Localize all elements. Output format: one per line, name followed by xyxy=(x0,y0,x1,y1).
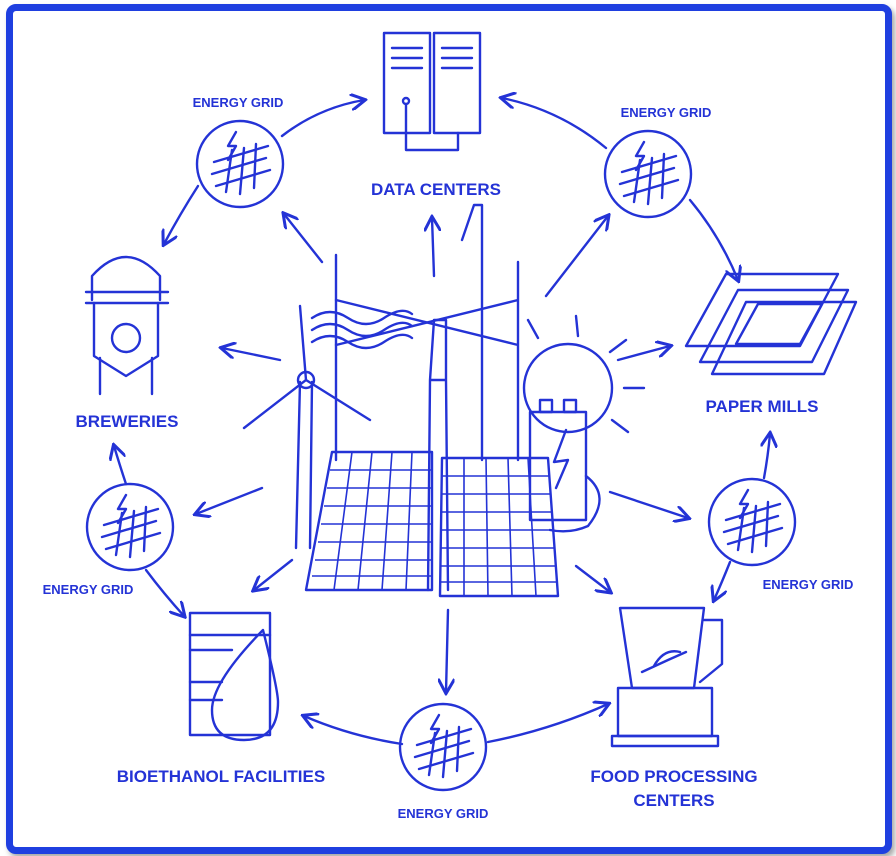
renewable-sources-cluster xyxy=(242,203,646,598)
output-arrows xyxy=(196,214,688,692)
food-processing-label-line1: FOOD PROCESSING xyxy=(590,767,757,786)
energy-grid-label: ENERGY GRID xyxy=(763,577,854,592)
energy-grid-label: ENERGY GRID xyxy=(621,105,712,120)
energy-grid-label: ENERGY GRID xyxy=(398,806,489,821)
energy-grid-icon xyxy=(195,119,285,209)
food-processing-label-line2: CENTERS xyxy=(633,791,714,810)
data-centers-label: DATA CENTERS xyxy=(371,180,501,199)
brewery-tank-icon xyxy=(84,255,170,396)
energy-grid-label: ENERGY GRID xyxy=(43,582,134,597)
bioethanol-label: BIOETHANOL FACILITIES xyxy=(117,767,325,786)
breweries-label: BREWERIES xyxy=(76,412,179,431)
energy-grid-icon xyxy=(603,129,693,219)
server-rack-icon xyxy=(382,31,482,152)
energy-grid-icon xyxy=(398,702,488,792)
grid-flow-arrows xyxy=(114,98,770,746)
paper-sheets-icon xyxy=(684,272,858,376)
diagram-frame xyxy=(6,4,892,854)
energy-grid-label: ENERGY GRID xyxy=(193,95,284,110)
energy-grid-icon xyxy=(85,482,175,572)
paper-mills-label: PAPER MILLS xyxy=(705,397,818,416)
bioethanol-drop-icon xyxy=(188,611,280,742)
energy-grid-icon xyxy=(707,477,797,567)
blender-icon xyxy=(610,606,724,748)
